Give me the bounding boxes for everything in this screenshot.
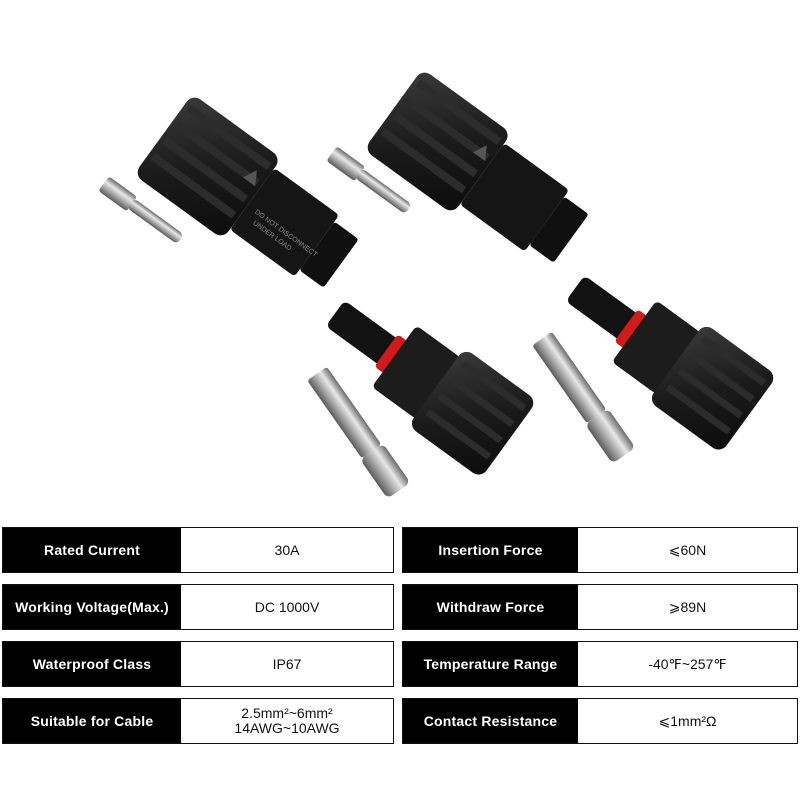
- spec-row-insertion-force: Insertion Force ⩽60N: [402, 527, 798, 573]
- spec-label: Contact Resistance: [403, 699, 578, 743]
- male-connector-housing-left: DO NOT DISCONNECT UNDER LOAD: [137, 97, 358, 287]
- spec-value: -40℉~257℉: [648, 655, 727, 672]
- male-connector-housing-right: [367, 72, 588, 262]
- female-pin-right: [533, 332, 634, 462]
- spec-value: 30A: [274, 541, 300, 558]
- spec-value-line-2: 14AWG~10AWG: [234, 720, 340, 736]
- spec-label: Working Voltage(Max.): [3, 585, 181, 629]
- spec-row-withdraw-force: Withdraw Force ⩾89N: [402, 584, 798, 630]
- spec-row-suitable-cable: Suitable for Cable 2.5mm²~6mm² 14AWG~10A…: [2, 698, 394, 744]
- spec-row-working-voltage: Working Voltage(Max.) DC 1000V: [2, 584, 394, 630]
- male-pin-right: [327, 147, 410, 213]
- spec-label: Insertion Force: [403, 528, 578, 572]
- spec-label: Rated Current: [3, 528, 181, 572]
- spec-value: ⩾89N: [668, 598, 707, 615]
- spec-row-rated-current: Rated Current 30A: [2, 527, 394, 573]
- spec-label: Temperature Range: [403, 642, 578, 686]
- spec-row-waterproof-class: Waterproof Class IP67: [2, 641, 394, 687]
- spec-label: Suitable for Cable: [3, 699, 181, 743]
- spec-value: IP67: [272, 655, 302, 672]
- spec-label: Withdraw Force: [403, 585, 578, 629]
- female-connector-housing-left: [328, 302, 534, 475]
- spec-value-line-1: 2.5mm²~6mm²: [241, 705, 333, 721]
- spec-value: DC 1000V: [254, 598, 320, 615]
- spec-label: Waterproof Class: [3, 642, 181, 686]
- spec-row-temperature-range: Temperature Range -40℉~257℉: [402, 641, 798, 687]
- product-image: DO NOT DISCONNECT UNDER LOAD: [99, 72, 774, 497]
- female-connector-housing-right: [568, 277, 774, 450]
- spec-value: 2.5mm²~6mm² 14AWG~10AWG: [181, 699, 393, 743]
- male-pin-left: [99, 177, 182, 243]
- spec-value: ⩽1mm²Ω: [658, 712, 717, 729]
- spec-value: ⩽60N: [668, 541, 707, 558]
- female-pin-left: [308, 367, 409, 497]
- spec-row-contact-resistance: Contact Resistance ⩽1mm²Ω: [402, 698, 798, 744]
